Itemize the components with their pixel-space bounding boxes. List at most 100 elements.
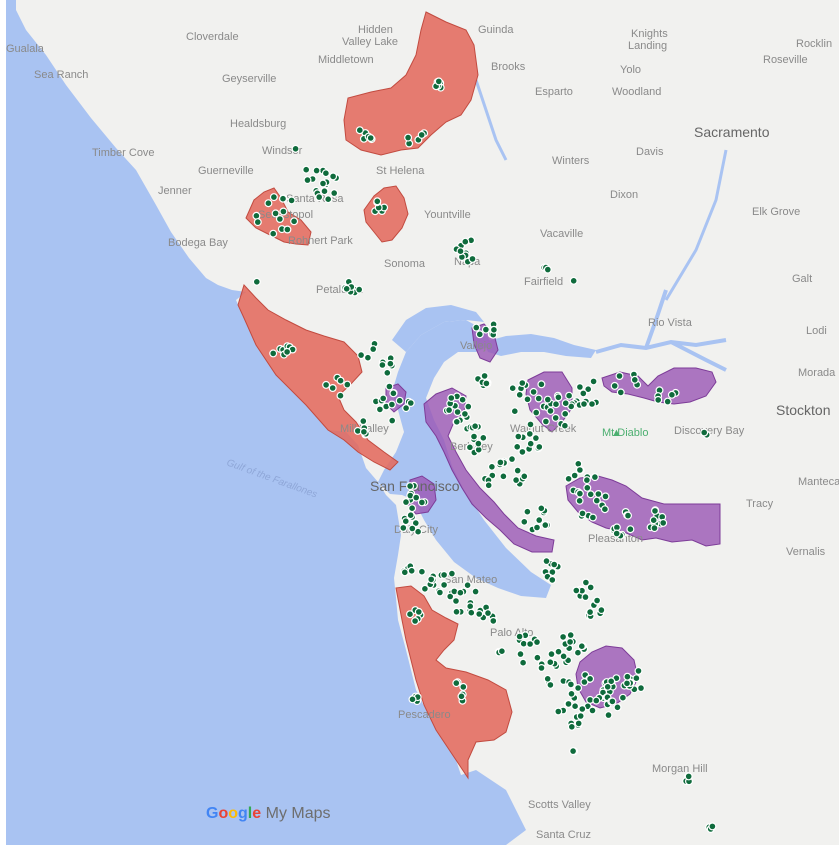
map-marker[interactable] bbox=[537, 504, 546, 513]
map-marker[interactable] bbox=[575, 496, 584, 505]
map-marker[interactable] bbox=[604, 711, 613, 720]
map-marker[interactable] bbox=[543, 395, 552, 404]
map-marker[interactable] bbox=[452, 596, 461, 605]
map-marker[interactable] bbox=[525, 429, 534, 438]
map-marker[interactable] bbox=[547, 650, 556, 659]
map-marker[interactable] bbox=[457, 692, 466, 701]
map-marker[interactable] bbox=[520, 517, 529, 526]
map-marker[interactable] bbox=[400, 568, 409, 577]
map-marker[interactable] bbox=[440, 570, 449, 579]
map-marker[interactable] bbox=[561, 409, 570, 418]
map-marker[interactable] bbox=[464, 402, 473, 411]
map-marker[interactable] bbox=[554, 393, 563, 402]
map-marker[interactable] bbox=[269, 193, 278, 202]
map-marker[interactable] bbox=[567, 722, 576, 731]
map-marker[interactable] bbox=[559, 632, 568, 641]
map-marker[interactable] bbox=[574, 719, 583, 728]
map-marker[interactable] bbox=[516, 650, 525, 659]
map-marker[interactable] bbox=[564, 699, 573, 708]
map-marker[interactable] bbox=[411, 519, 420, 528]
marker-layer[interactable] bbox=[252, 77, 717, 833]
map-marker[interactable] bbox=[603, 682, 612, 691]
map-marker[interactable] bbox=[519, 658, 528, 667]
map-marker[interactable] bbox=[467, 608, 476, 617]
map-marker[interactable] bbox=[526, 420, 535, 429]
map-marker[interactable] bbox=[600, 505, 609, 514]
map-marker[interactable] bbox=[589, 377, 598, 386]
map-marker[interactable] bbox=[526, 639, 535, 648]
map-marker[interactable] bbox=[597, 606, 606, 615]
map-marker[interactable] bbox=[531, 434, 540, 443]
map-marker[interactable] bbox=[279, 207, 288, 216]
map-marker[interactable] bbox=[404, 133, 413, 142]
map-marker[interactable] bbox=[587, 400, 596, 409]
map-marker[interactable] bbox=[487, 462, 496, 471]
map-marker[interactable] bbox=[315, 193, 324, 202]
map-marker[interactable] bbox=[435, 588, 444, 597]
map-marker[interactable] bbox=[417, 567, 426, 576]
map-marker[interactable] bbox=[402, 498, 411, 507]
map-marker[interactable] bbox=[363, 353, 372, 362]
map-marker[interactable] bbox=[452, 679, 461, 688]
map-marker[interactable] bbox=[264, 199, 273, 208]
map-marker[interactable] bbox=[520, 472, 529, 481]
map-marker[interactable] bbox=[626, 525, 635, 534]
map-marker[interactable] bbox=[510, 407, 519, 416]
map-marker[interactable] bbox=[608, 697, 617, 706]
map-marker[interactable] bbox=[269, 349, 278, 358]
map-marker[interactable] bbox=[383, 368, 392, 377]
map-marker[interactable] bbox=[283, 347, 292, 356]
map-marker[interactable] bbox=[395, 396, 404, 405]
map-marker[interactable] bbox=[465, 443, 474, 452]
map-marker[interactable] bbox=[532, 408, 541, 417]
map-marker[interactable] bbox=[607, 677, 616, 686]
map-marker[interactable] bbox=[554, 707, 563, 716]
map-marker[interactable] bbox=[586, 490, 595, 499]
map-marker[interactable] bbox=[513, 442, 522, 451]
map-marker[interactable] bbox=[566, 631, 575, 640]
map-marker[interactable] bbox=[573, 648, 582, 657]
map-marker[interactable] bbox=[482, 379, 491, 388]
map-marker[interactable] bbox=[708, 822, 717, 831]
map-marker[interactable] bbox=[618, 693, 627, 702]
map-marker[interactable] bbox=[519, 639, 528, 648]
map-marker[interactable] bbox=[291, 144, 300, 153]
map-marker[interactable] bbox=[548, 575, 557, 584]
map-marker[interactable] bbox=[329, 172, 338, 181]
map-marker[interactable] bbox=[566, 680, 575, 689]
map-marker[interactable] bbox=[554, 647, 563, 656]
map-marker[interactable] bbox=[588, 513, 597, 522]
map-marker[interactable] bbox=[373, 197, 382, 206]
map-marker[interactable] bbox=[414, 607, 423, 616]
map-marker[interactable] bbox=[650, 506, 659, 515]
map-marker[interactable] bbox=[453, 408, 462, 417]
map-marker[interactable] bbox=[271, 209, 280, 218]
map-marker[interactable] bbox=[570, 471, 579, 480]
map-marker[interactable] bbox=[622, 679, 631, 688]
map-marker[interactable] bbox=[586, 583, 595, 592]
map-marker[interactable] bbox=[550, 560, 559, 569]
map-marker[interactable] bbox=[489, 616, 498, 625]
map-marker[interactable] bbox=[499, 472, 508, 481]
map-marker[interactable] bbox=[312, 166, 321, 175]
map-marker[interactable] bbox=[484, 481, 493, 490]
map-marker[interactable] bbox=[649, 516, 658, 525]
map-marker[interactable] bbox=[399, 523, 408, 532]
map-marker[interactable] bbox=[302, 165, 311, 174]
map-marker[interactable] bbox=[408, 524, 417, 533]
map-marker[interactable] bbox=[616, 388, 625, 397]
map-marker[interactable] bbox=[575, 489, 584, 498]
map-marker[interactable] bbox=[537, 663, 546, 672]
map-marker[interactable] bbox=[414, 527, 423, 536]
map-marker[interactable] bbox=[408, 504, 417, 513]
map-marker[interactable] bbox=[459, 682, 468, 691]
map-marker[interactable] bbox=[408, 695, 417, 704]
map-marker[interactable] bbox=[378, 361, 387, 370]
map-marker[interactable] bbox=[320, 187, 329, 196]
map-marker[interactable] bbox=[667, 390, 676, 399]
map-marker[interactable] bbox=[526, 439, 535, 448]
map-marker[interactable] bbox=[663, 397, 672, 406]
map-marker[interactable] bbox=[479, 433, 488, 442]
map-marker[interactable] bbox=[636, 684, 645, 693]
map-marker[interactable] bbox=[321, 169, 330, 178]
